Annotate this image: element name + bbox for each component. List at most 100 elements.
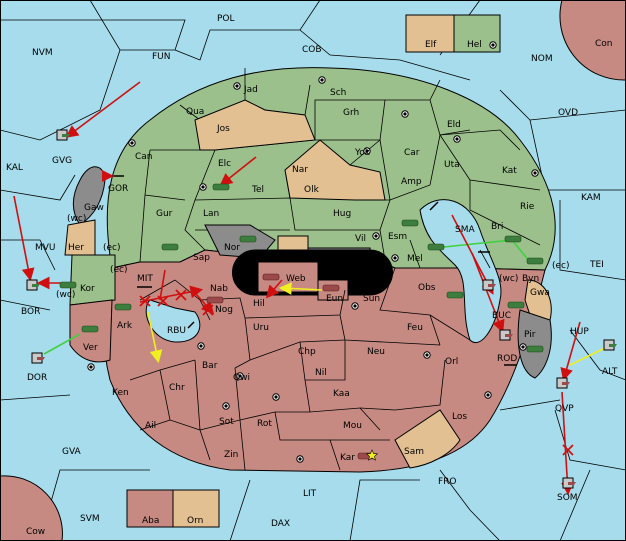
svg-text:DAX: DAX [271,519,290,529]
region-rbu-sea[interactable] [145,299,201,343]
failed-markers [139,289,574,456]
svg-text:Orn: Orn [187,516,203,526]
svg-text:Los: Los [452,412,467,422]
svg-text:HUP: HUP [570,327,589,337]
star-icon [365,449,379,461]
coast-label: (wc) [56,290,75,300]
svg-text:Jad: Jad [243,85,258,95]
svg-text:Bri: Bri [491,222,503,232]
svg-text:Eld: Eld [447,120,461,130]
svg-text:Hug: Hug [333,209,351,219]
unit-fleet-rod[interactable] [499,329,513,341]
svg-text:GVA: GVA [62,447,82,457]
svg-text:Hil: Hil [253,299,265,309]
svg-text:NOM: NOM [531,54,553,64]
svg-text:Kor: Kor [80,284,95,294]
svg-text:OVD: OVD [558,108,578,118]
unit-fleet-buc[interactable] [482,279,496,291]
svg-text:Nab: Nab [210,284,228,294]
svg-text:SOM: SOM [557,493,578,503]
svg-text:Ail: Ail [145,421,156,431]
svg-text:Ark: Ark [117,321,133,331]
svg-text:Can: Can [135,152,153,162]
svg-text:FRO: FRO [438,477,457,487]
svg-text:Orl: Orl [445,357,458,367]
region-con[interactable] [559,0,626,81]
svg-text:Byn: Byn [522,274,539,284]
svg-text:Elc: Elc [218,159,231,169]
svg-text:Nor: Nor [224,243,240,253]
svg-text:GVG: GVG [52,156,72,166]
svg-text:Nil: Nil [315,368,327,378]
unit-fleet-som[interactable] [562,477,576,489]
svg-text:Sap: Sap [193,253,210,263]
svg-text:Gwa: Gwa [530,288,550,298]
svg-text:Uta: Uta [444,160,460,170]
svg-text:Uru: Uru [253,323,269,333]
region-kor[interactable] [69,254,116,306]
svg-text:Esm: Esm [388,232,407,242]
svg-text:Ost: Ost [316,257,332,267]
svg-text:Aba: Aba [142,516,159,526]
svg-text:GOR: GOR [108,184,128,194]
svg-text:Pir: Pir [524,330,536,340]
unit-fleet-alt[interactable] [603,339,617,351]
region-gaw[interactable] [72,166,106,226]
unit-fleet-bor[interactable] [26,279,40,291]
region-orn[interactable] [172,489,220,528]
svg-text:Nar: Nar [292,165,308,175]
svg-text:Sam: Sam [404,447,424,457]
svg-text:Lan: Lan [203,209,219,219]
svg-text:KAM: KAM [581,193,601,203]
svg-text:Chp: Chp [298,347,316,357]
tan-labels: Elf Orn Sam Pir [187,40,536,526]
region-elf[interactable] [405,14,455,53]
svg-text:Obs: Obs [418,283,436,293]
svg-text:Nog: Nog [215,305,233,315]
region-jos[interactable] [194,99,316,151]
coast-label: (wc) [499,274,518,284]
svg-text:SVM: SVM [80,514,100,524]
svg-text:FUN: FUN [152,52,171,62]
svg-text:Rot: Rot [257,419,272,429]
svg-text:Amp: Amp [401,177,422,187]
svg-text:Kat: Kat [502,166,517,176]
region-sam[interactable] [394,409,461,469]
svg-text:KAL: KAL [6,163,23,173]
svg-text:MIT: MIT [137,274,153,284]
svg-text:RBU: RBU [167,326,186,336]
region-cow[interactable] [0,475,63,541]
svg-text:Hel: Hel [467,40,482,50]
coast-label: (wc) [67,214,86,224]
svg-text:Chr: Chr [169,383,185,393]
region-pir[interactable] [517,309,552,379]
unit-army-green[interactable] [59,183,544,353]
canal-markers [102,170,517,366]
region-sma-sea[interactable] [419,199,502,343]
svg-text:Bar: Bar [202,361,218,371]
unit-fleet-gvg[interactable] [56,129,70,141]
svg-text:Qwi: Qwi [233,373,250,383]
svg-text:NVM: NVM [32,48,53,58]
svg-text:Mel: Mel [407,254,423,264]
svg-text:Sch: Sch [330,88,346,98]
svg-text:Sot: Sot [219,417,234,427]
region-olk[interactable] [284,139,386,201]
red-borders [129,267,471,471]
svg-text:Web: Web [286,274,306,284]
svg-text:Gur: Gur [156,209,173,219]
red-labels: Skr Ost Web Eun Nab Hil Nog Sun Obs Uru … [83,253,550,526]
svg-text:Elf: Elf [425,40,437,50]
svg-text:TEI: TEI [589,260,604,270]
svg-text:Kar: Kar [340,453,355,463]
svg-text:ALT: ALT [602,367,618,377]
svg-text:Ken: Ken [112,388,129,398]
svg-text:Vil: Vil [355,234,366,244]
unit-fleet-qvp[interactable] [556,377,570,389]
coast-label: (ec) [103,243,121,253]
svg-text:Qua: Qua [186,107,204,117]
region-aba[interactable] [126,489,174,528]
unit-fleet-dor[interactable] [31,352,45,364]
svg-text:Ver: Ver [83,343,98,353]
